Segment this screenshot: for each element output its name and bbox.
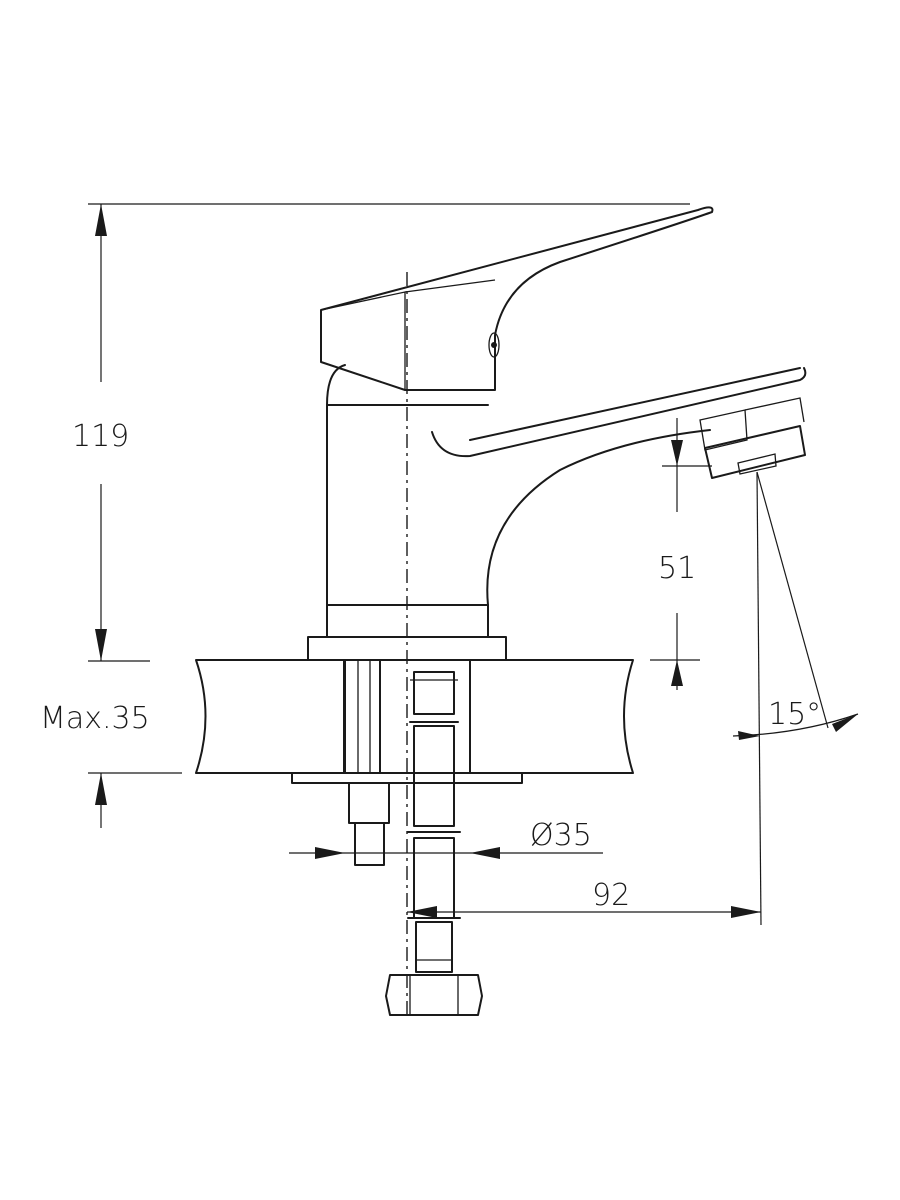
angle-label: 15° [768, 697, 821, 732]
height-label: 119 [72, 419, 129, 454]
mounting-stud [291, 659, 523, 866]
dimension-reach: 92 [407, 878, 761, 918]
counter-thickness-label: Max.35 [40, 701, 150, 736]
dimension-height: 119 [72, 203, 690, 662]
reach-label: 92 [592, 878, 630, 913]
dimension-angle: 15° [732, 471, 859, 926]
dimension-diameter: Ø35 [289, 818, 603, 859]
diameter-label: Ø35 [530, 818, 592, 853]
faucet-body [307, 206, 807, 661]
dimension-counter-thickness: Max.35 [40, 701, 182, 828]
dimension-spout-clearance: 51 [650, 418, 712, 690]
spout-clearance-label: 51 [658, 551, 696, 586]
flexible-hose [385, 671, 483, 1016]
